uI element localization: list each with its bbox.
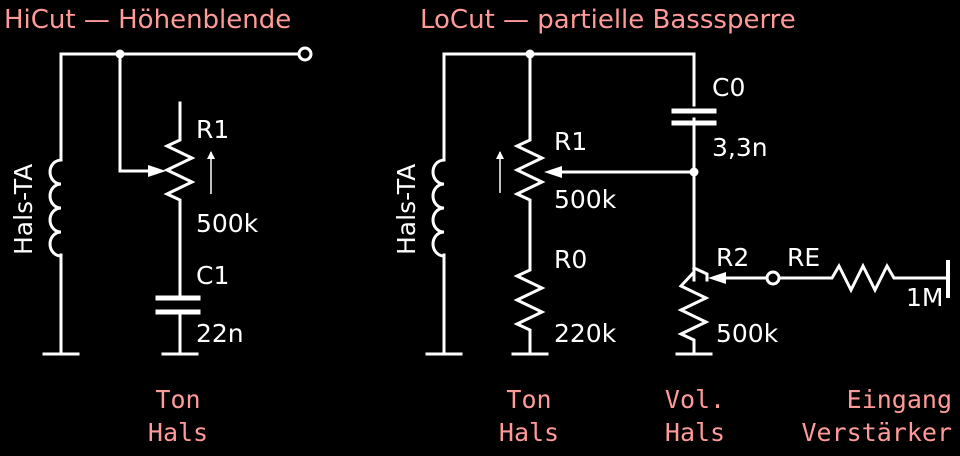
locut-vol-caption-line2: Hals [665, 418, 725, 447]
hicut-title: HiCut — Höhenblende [4, 5, 291, 35]
locut-title: LoCut — partielle Basssperre [420, 5, 796, 35]
output-terminal [297, 46, 313, 62]
locut-re-resistor-icon [778, 262, 948, 294]
locut-input-caption-line2: Verstärker [801, 418, 952, 447]
hicut-c1-capacitor-icon [155, 295, 201, 315]
hicut-r1-name: R1 [196, 115, 229, 144]
locut-r2-name: R2 [716, 243, 749, 272]
locut-c0-name: C0 [712, 73, 745, 102]
locut-pickup-label: Hals-TA [392, 164, 421, 255]
wiper-arrow-icon [708, 272, 726, 284]
hicut-c1-name: C1 [196, 261, 229, 290]
locut-circuit: R1 500k R0 220k C0 3,3n R2 500k RE 1M Ha… [392, 49, 950, 356]
locut-r1-name: R1 [554, 127, 587, 156]
locut-main-wire [442, 52, 696, 354]
locut-input-caption-line1: Eingang [847, 385, 952, 414]
hicut-top-wire [59, 52, 300, 354]
hicut-caption-line2: Hals [148, 418, 208, 447]
wiper-wire [118, 52, 158, 173]
locut-r2-value: 500k [716, 319, 779, 348]
hicut-c1-value: 22n [196, 319, 244, 348]
input-terminal [765, 270, 781, 286]
pickup-coil-icon [431, 158, 446, 258]
locut-tone-caption-line1: Ton [506, 385, 551, 414]
pickup-coil-icon [48, 158, 63, 258]
locut-c0-capacitor-icon [671, 108, 717, 126]
locut-r2-pot-icon [677, 266, 710, 354]
wiper-arrow-icon [544, 166, 562, 178]
locut-r1-r0-resistors-icon [513, 52, 546, 354]
locut-r0-name: R0 [554, 245, 587, 274]
hicut-pickup-label: Hals-TA [9, 164, 38, 255]
hicut-r1-value: 500k [196, 209, 259, 238]
locut-tone-caption-line2: Hals [499, 418, 559, 447]
locut-re-name: RE [787, 243, 820, 272]
locut-r1-value: 500k [554, 185, 617, 214]
wiper-arrow-icon [148, 165, 166, 177]
hicut-circuit: R1 500k C1 22n Hals-TA [9, 46, 313, 356]
locut-r0-value: 220k [554, 319, 617, 348]
ground-icon [161, 310, 199, 356]
locut-re-value: 1M [906, 283, 943, 312]
hicut-caption-line1: Ton [155, 385, 200, 414]
locut-c0-value: 3,3n [712, 133, 768, 162]
hicut-r1-pot-icon [163, 101, 196, 297]
locut-vol-caption-line1: Vol. [665, 385, 725, 414]
